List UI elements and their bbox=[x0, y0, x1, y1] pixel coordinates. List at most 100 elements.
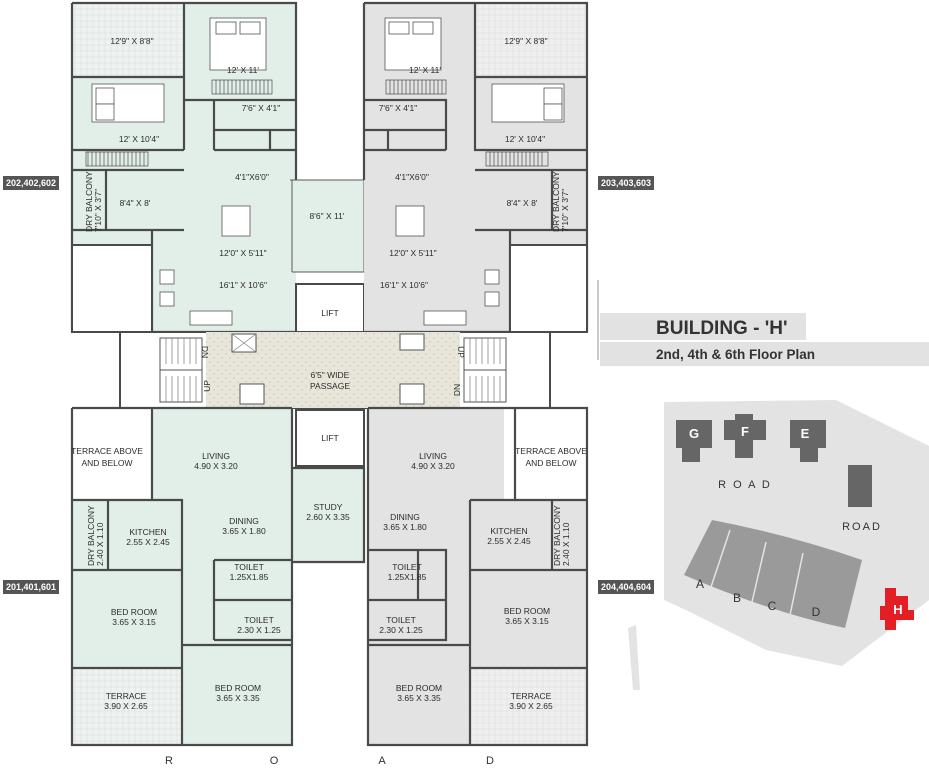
room-dim-toilet: 4'1"X6'0" bbox=[235, 172, 269, 182]
building-label: G bbox=[689, 426, 699, 441]
room-name-bedroom: BED ROOM bbox=[396, 683, 442, 693]
room-dim-toilet: 7'6" X 4'1" bbox=[379, 103, 418, 113]
building-f bbox=[724, 420, 766, 440]
floor-plan-subtitle: 2nd, 4th & 6th Floor Plan bbox=[656, 347, 815, 362]
room-dim-dining: 3.65 X 1.80 bbox=[222, 526, 266, 536]
building-e bbox=[790, 420, 826, 462]
unit-number: 201,401,601 bbox=[6, 582, 56, 592]
room-name-living: LIVING bbox=[202, 451, 230, 461]
building-label: B bbox=[733, 591, 741, 605]
top-left-unit: 12'9" X 8'8" 12' X 11' 12' X 10'4" 7'6" … bbox=[70, 1, 365, 334]
room-dim-bedroom: 3.65 X 3.35 bbox=[216, 693, 260, 703]
room-name-toilet: TOILET bbox=[234, 562, 264, 572]
room-name-kitchen: KITCHEN bbox=[129, 527, 166, 537]
room-dim-dining: 3.65 X 1.80 bbox=[383, 522, 427, 532]
room-dim-dry-balcony: 7'10" X 3'7" bbox=[560, 189, 570, 232]
room-dim-kitchen: 2.55 X 2.45 bbox=[487, 536, 531, 546]
room-name-terrace: TERRACE bbox=[511, 691, 552, 701]
room-name-bedroom: BED ROOM bbox=[504, 606, 550, 616]
unit-number: 203,403,603 bbox=[601, 178, 651, 188]
dry-balcony-label: DRY BALCONY bbox=[551, 171, 561, 232]
passage: DN UP UP DN 6'5" WIDE PASSAGE bbox=[119, 331, 551, 409]
building-g bbox=[676, 420, 712, 462]
room-dim-study: 8'6" X 11' bbox=[310, 211, 345, 221]
top-right-unit: 12'9" X 8'8" 12' X 11' 12' X 10'4" 7'6" … bbox=[362, 1, 589, 334]
bottom-right-unit: LIVING 4.90 X 3.20 TERRACE ABOVE AND BEL… bbox=[366, 406, 589, 747]
room-dim-dining: 12'0" X 5'11" bbox=[389, 248, 436, 258]
room-name-toilet: TOILET bbox=[386, 615, 416, 625]
room-dim-toilet: 2.30 X 1.25 bbox=[237, 625, 281, 635]
sofa-icon bbox=[189, 310, 233, 326]
building-label: F bbox=[741, 424, 749, 439]
unit-tag bbox=[598, 580, 654, 594]
dry-balcony-label: DRY BALCONY bbox=[84, 171, 94, 232]
title-block: BUILDING - 'H' 2nd, 4th & 6th Floor Plan bbox=[597, 280, 929, 366]
room-name-dining: DINING bbox=[390, 512, 420, 522]
terrace-above-label: TERRACE ABOVE bbox=[515, 446, 587, 456]
room-dim-toilet: 1.25X1.85 bbox=[388, 572, 427, 582]
dry-balcony-label: DRY BALCONY bbox=[86, 505, 96, 566]
staircase-right bbox=[463, 337, 507, 403]
road-letter: A bbox=[378, 755, 387, 767]
room-dim-study: 2.60 X 3.35 bbox=[306, 512, 350, 522]
room-name-bedroom: BED ROOM bbox=[111, 607, 157, 617]
unit-number: 202,402,602 bbox=[6, 178, 56, 188]
terrace-bottom-left bbox=[72, 668, 182, 745]
room-dim-bedroom: 12' X 11' bbox=[227, 65, 259, 75]
dry-balcony-label: DRY BALCONY bbox=[552, 505, 562, 566]
title-banner bbox=[600, 313, 806, 340]
sofa-icon bbox=[423, 310, 467, 326]
room-dim-kitchen: 2.55 X 2.45 bbox=[126, 537, 170, 547]
room-dim-toilet: 7'6" X 4'1" bbox=[242, 103, 281, 113]
room-dim-living: 4.90 X 3.20 bbox=[194, 461, 238, 471]
stairs-up-label: UP bbox=[202, 380, 212, 392]
room-dim-terrace: 3.90 X 2.65 bbox=[509, 701, 553, 711]
terrace-above-label: TERRACE ABOVE bbox=[71, 446, 143, 456]
room-dim-dining: 12'0" X 5'11" bbox=[219, 248, 266, 258]
unit-number: 204,404,604 bbox=[601, 582, 651, 592]
subtitle-banner bbox=[600, 342, 929, 366]
dining-table-icon bbox=[221, 205, 251, 237]
room-dim-living: 4.90 X 3.20 bbox=[411, 461, 455, 471]
building-label: H bbox=[893, 602, 902, 617]
room-name-toilet: TOILET bbox=[392, 562, 422, 572]
lift-top bbox=[295, 283, 365, 341]
room-dim-dry-balcony: 2.40 X 1.10 bbox=[95, 522, 105, 566]
building-label: A bbox=[696, 577, 704, 591]
building-label: C bbox=[768, 599, 777, 613]
lift-label: LIFT bbox=[321, 433, 338, 443]
unit-tag bbox=[598, 176, 654, 190]
room-name-living: LIVING bbox=[419, 451, 447, 461]
terrace-top-left bbox=[72, 3, 184, 77]
building-title: BUILDING - 'H' bbox=[656, 318, 787, 339]
terrace-bottom-right bbox=[470, 668, 587, 745]
room-dim-toilet: 4'1"X6'0" bbox=[395, 172, 429, 182]
room-dim-dry-balcony: 2.40 X 1.10 bbox=[561, 522, 571, 566]
unit-tag bbox=[3, 176, 59, 190]
building-label: D bbox=[812, 605, 821, 619]
room-name-bedroom: BED ROOM bbox=[215, 683, 261, 693]
road-letter: O bbox=[270, 755, 281, 767]
keymap-road-label: ROAD bbox=[842, 521, 882, 533]
passage-label: PASSAGE bbox=[310, 381, 350, 391]
key-plan: G F E R O A D ROAD A B C D H bbox=[628, 400, 929, 690]
dining-table-icon bbox=[395, 205, 425, 237]
passage-label: 6'5" WIDE bbox=[311, 370, 350, 380]
stairs-dn-label: DN bbox=[452, 384, 462, 396]
room-dim-toilet: 1.25X1.85 bbox=[230, 572, 269, 582]
road-letter: R bbox=[165, 755, 175, 767]
staircase-left bbox=[159, 337, 203, 403]
room-dim-bedroom: 12' X 10'4" bbox=[505, 134, 545, 144]
lift-label: LIFT bbox=[321, 308, 338, 318]
room-name-dining: DINING bbox=[229, 516, 259, 526]
room-dim-terrace: 12'9" X 8'8" bbox=[110, 36, 153, 46]
room-dim-bedroom: 12' X 11' bbox=[409, 65, 441, 75]
room-dim-kitchen: 8'4" X 8' bbox=[120, 198, 151, 208]
terrace-above-label: AND BELOW bbox=[81, 458, 132, 468]
room-dim-dry-balcony: 7'10" X 3'7" bbox=[93, 189, 103, 232]
room-name-kitchen: KITCHEN bbox=[490, 526, 527, 536]
building-label: E bbox=[801, 426, 810, 441]
road-letter: D bbox=[486, 755, 496, 767]
buildings-abcd bbox=[684, 520, 862, 628]
terrace-top-right bbox=[475, 3, 587, 77]
